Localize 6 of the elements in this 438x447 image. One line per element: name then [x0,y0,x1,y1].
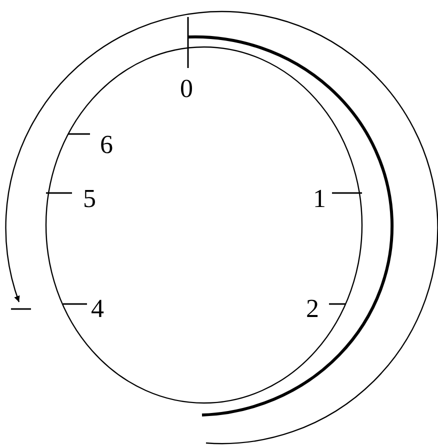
tick-label: 1 [313,186,326,212]
tick-label: 6 [100,132,113,158]
tick-label: 4 [91,296,104,322]
tick-label: 2 [306,296,319,322]
tick-label: 5 [83,186,96,212]
tick-label: 0 [180,76,193,102]
